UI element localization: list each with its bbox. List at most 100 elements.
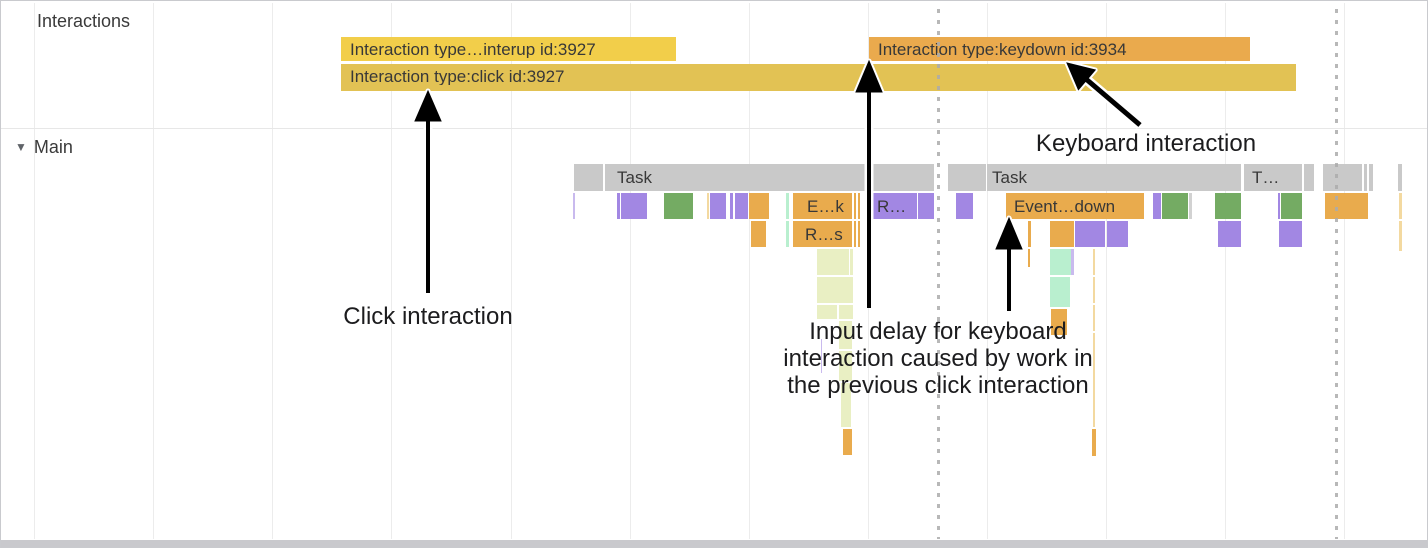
- click-interaction-annotation: Click interaction: [343, 303, 513, 330]
- flame-bar[interactable]: [573, 193, 575, 219]
- gridline: [34, 3, 35, 539]
- gridline: [391, 3, 392, 539]
- flame-bar[interactable]: [854, 221, 856, 247]
- flame-bar[interactable]: [1107, 221, 1128, 247]
- flame-bar[interactable]: [1281, 193, 1302, 219]
- main-track-label: Main: [33, 137, 73, 157]
- interaction-bar-keydown[interactable]: Interaction type:keydown id:3934: [869, 37, 1250, 61]
- interaction-bar-label: Interaction type…interup id:3927: [350, 40, 596, 58]
- flame-bar-eventdown[interactable]: Event…down: [1006, 193, 1144, 219]
- flame-bar[interactable]: [948, 164, 986, 191]
- flame-bar[interactable]: [839, 321, 852, 349]
- flame-bar[interactable]: [858, 193, 860, 219]
- flame-bar[interactable]: [730, 193, 733, 219]
- flame-bar[interactable]: [1325, 193, 1368, 219]
- flame-bar[interactable]: [817, 249, 849, 275]
- interaction-bar-interup[interactable]: Interaction type…interup id:3927: [341, 37, 676, 61]
- flame-bar[interactable]: [1093, 277, 1095, 303]
- flame-bar[interactable]: [749, 193, 769, 219]
- flame-bar-label: R…: [877, 197, 907, 215]
- flame-bar[interactable]: [918, 193, 934, 219]
- gridline: [1344, 3, 1345, 539]
- flame-bar-label: T…: [1252, 168, 1280, 186]
- main-track-header[interactable]: ▼ Main: [15, 137, 73, 158]
- flame-bar[interactable]: [621, 193, 647, 219]
- flame-bar[interactable]: [1369, 164, 1373, 191]
- keyboard-interaction-annotation: Keyboard interaction: [1035, 130, 1257, 157]
- flame-bar[interactable]: [854, 193, 856, 219]
- flame-bar[interactable]: [1162, 193, 1188, 219]
- flame-bar[interactable]: [707, 193, 709, 219]
- flame-bar[interactable]: [1093, 305, 1095, 331]
- flame-bar[interactable]: [843, 429, 852, 455]
- flame-bar[interactable]: [1399, 221, 1402, 251]
- input-delay-line-3: the previous click interaction: [787, 372, 1089, 399]
- input-delay-line-2: interaction caused by work in: [783, 345, 1093, 372]
- input-delay-annotation: Input delay for keyboard interaction cau…: [783, 318, 1093, 399]
- flame-bar-t[interactable]: T…: [1244, 164, 1302, 191]
- flame-bar[interactable]: [1028, 249, 1030, 267]
- collapse-triangle-icon[interactable]: ▼: [15, 140, 27, 154]
- flame-bar[interactable]: [710, 193, 726, 219]
- flame-bar[interactable]: [1093, 249, 1095, 275]
- gridline: [153, 3, 154, 539]
- interaction-bar-click[interactable]: Interaction type:click id:3927: [341, 64, 1296, 91]
- flame-bar[interactable]: [839, 305, 853, 319]
- flame-bar[interactable]: [858, 221, 860, 247]
- flame-bar[interactable]: [1051, 309, 1067, 335]
- flame-bar[interactable]: [1028, 221, 1031, 247]
- click-interaction-arrowhead: [414, 89, 442, 122]
- flame-bar[interactable]: [1323, 164, 1362, 191]
- flame-bar[interactable]: [1215, 193, 1241, 219]
- flame-bar[interactable]: [841, 383, 851, 427]
- flame-bar[interactable]: [574, 164, 603, 191]
- flame-bar[interactable]: [1304, 164, 1314, 191]
- flame-bar[interactable]: [956, 193, 973, 219]
- flame-bar[interactable]: [786, 221, 789, 247]
- flame-bar-ek[interactable]: E…k: [793, 193, 852, 219]
- flame-bar[interactable]: [817, 305, 837, 319]
- horizontal-scrollbar-track[interactable]: [1, 540, 1427, 547]
- flame-bar[interactable]: [1092, 429, 1096, 456]
- flame-bar[interactable]: [850, 249, 853, 275]
- flame-bar[interactable]: [1218, 221, 1241, 247]
- flame-bar[interactable]: [1050, 249, 1071, 275]
- flame-bar[interactable]: [751, 221, 766, 247]
- flame-bar-r[interactable]: R…: [873, 193, 917, 219]
- flame-bar[interactable]: [1189, 193, 1192, 219]
- interaction-bar-label: Interaction type:keydown id:3934: [878, 40, 1127, 58]
- gridline: [749, 3, 750, 539]
- flame-bar[interactable]: [1075, 221, 1105, 247]
- flame-bar-task[interactable]: Task: [605, 164, 934, 191]
- gridline: [630, 3, 631, 539]
- flame-bar[interactable]: [1093, 333, 1095, 427]
- flame-bar[interactable]: [786, 193, 789, 219]
- flame-bar-label: Task: [992, 168, 1027, 186]
- gridline: [511, 3, 512, 539]
- track-separator: [1, 128, 1427, 129]
- flame-bar[interactable]: [664, 193, 693, 219]
- interactions-track-label: Interactions: [37, 11, 131, 31]
- flame-bar[interactable]: [1050, 221, 1074, 247]
- flame-bar[interactable]: [817, 277, 853, 303]
- flame-bar[interactable]: [839, 351, 852, 381]
- input-delay-line-1: Input delay for keyboard: [809, 318, 1067, 345]
- flame-bar-rs[interactable]: R…s: [793, 221, 852, 247]
- flame-bar[interactable]: [821, 339, 822, 373]
- flame-bar[interactable]: [1153, 193, 1161, 219]
- flame-bar-label: Task: [617, 168, 652, 186]
- flame-bar[interactable]: [1050, 277, 1070, 307]
- gridline: [1225, 3, 1226, 539]
- flame-bar[interactable]: [1364, 164, 1367, 191]
- flame-bar[interactable]: [735, 193, 748, 219]
- flame-bar[interactable]: [617, 193, 620, 219]
- flame-bar[interactable]: [1399, 193, 1402, 219]
- flame-bar[interactable]: [1398, 164, 1402, 191]
- interaction-bar-label: Interaction type:click id:3927: [350, 67, 565, 85]
- flame-bar-label: R…s: [805, 225, 843, 243]
- flame-bar[interactable]: [1279, 221, 1302, 247]
- flame-bar-task[interactable]: Task: [987, 164, 1241, 191]
- flame-bar[interactable]: [1278, 193, 1280, 219]
- flame-bar[interactable]: [1071, 249, 1074, 275]
- flame-bar-label: E…k: [807, 197, 844, 215]
